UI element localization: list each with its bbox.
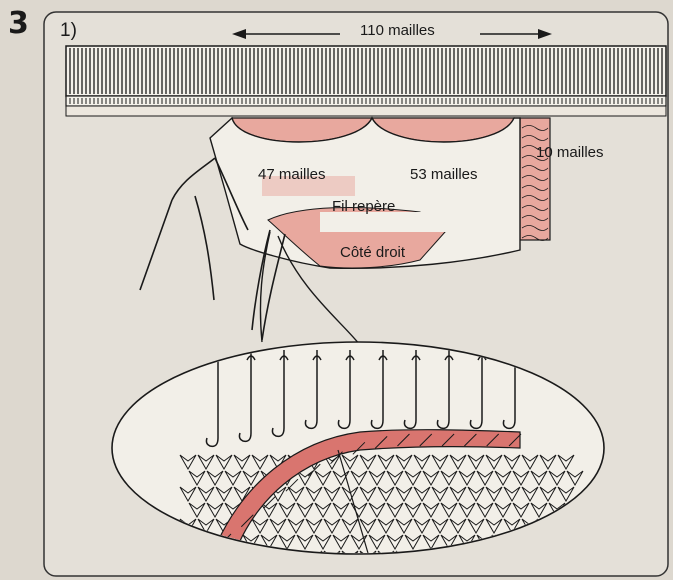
background-text xyxy=(462,62,667,124)
step-number: 3 xyxy=(8,6,29,41)
middle-section-label: 53 mailles xyxy=(410,166,478,183)
total-stitches-label: 110 mailles xyxy=(360,22,435,39)
right-section-label: 10 mailles xyxy=(536,144,604,161)
marker-thread-label: Fil repère xyxy=(332,198,395,215)
left-section-label: 47 mailles xyxy=(258,166,326,183)
figure-number: 1) xyxy=(60,20,77,42)
right-side-label: Côté droit xyxy=(340,244,405,261)
